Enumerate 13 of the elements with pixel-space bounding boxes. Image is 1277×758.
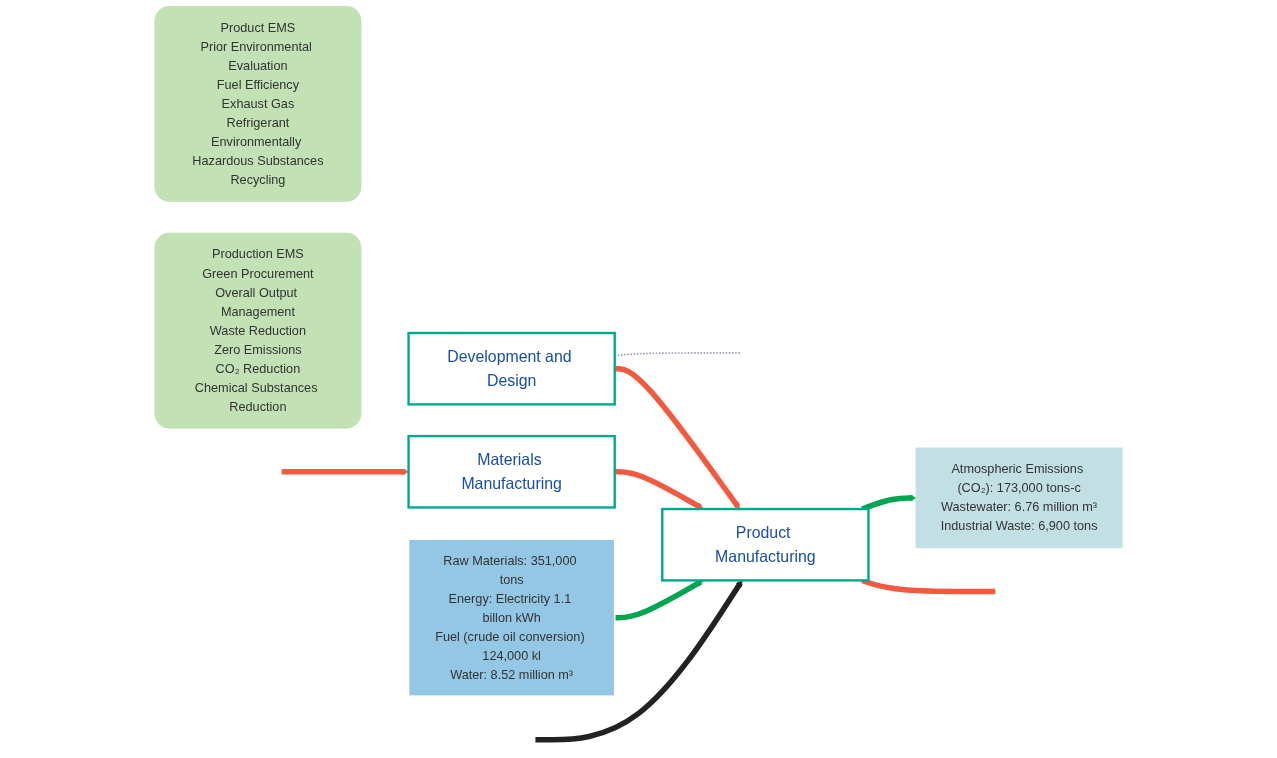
- arrow: [614, 469, 704, 510]
- arrow: [535, 580, 743, 743]
- connector: [861, 577, 996, 595]
- node-box: Production EMS Green Procurement Overall Output Management Waste Reduction Zero Emissions CO₂ Reduction Chemical Substances Reduction: [154, 232, 362, 429]
- arrow: [861, 494, 917, 512]
- node-box: Atmospheric Emissions (CO₂): 173,000 tons-c Wastewater: 6.76 million m³ Industrial Waste: 6,900 tons: [915, 447, 1123, 549]
- node-box: Materials Manufacturing: [407, 434, 616, 509]
- node-box: Development and Design: [407, 331, 616, 406]
- node-box: Raw Materials: 351,000 tons Energy: Electricity 1.1 billon kWh Fuel (crude oil conversion) 124,000 kl Water: 8.52 million m³: [407, 538, 616, 697]
- node-box: Product EMS Prior Environmental Evaluation Fuel Efficiency Exhaust Gas Refrigerant Environmentally Hazardous Substances Recycling: [154, 5, 362, 202]
- arrow: [281, 468, 409, 476]
- arrow: [614, 365, 741, 510]
- node-box: Product Manufacturing: [661, 507, 870, 582]
